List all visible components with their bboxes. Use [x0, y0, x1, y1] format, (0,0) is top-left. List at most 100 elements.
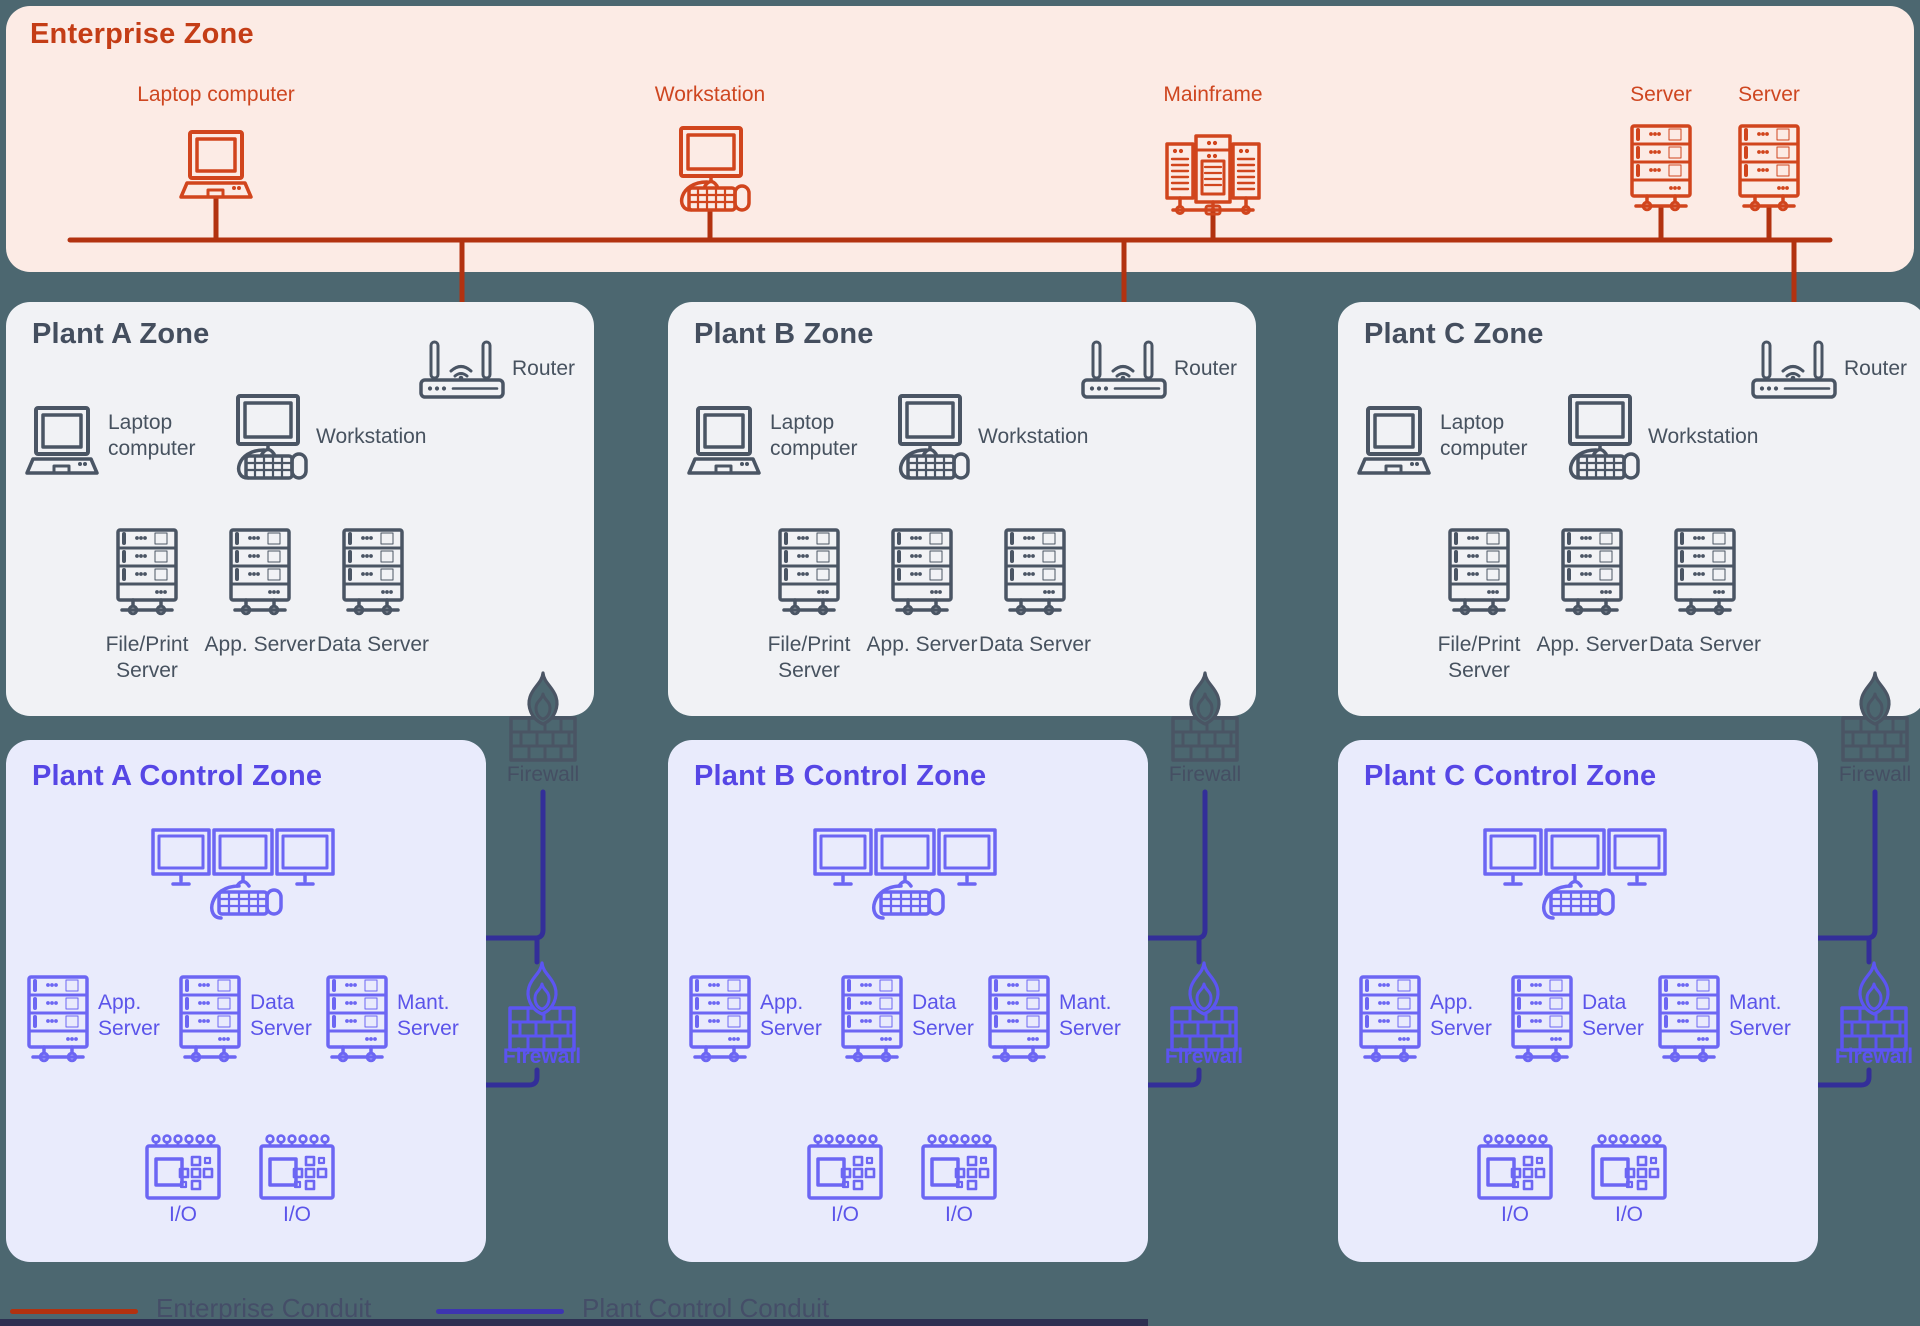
workstation-icon [667, 126, 753, 218]
io-module-icon [259, 1132, 335, 1200]
control-server-label: Mant. Server [397, 991, 459, 1040]
plant-zone-title: Plant C Zone [1364, 318, 1544, 350]
control-zone-title: Plant B Control Zone [694, 760, 987, 792]
firewall-icon [1171, 670, 1239, 762]
plant-zone-title: Plant A Zone [32, 318, 210, 350]
router-label: Router [512, 357, 576, 380]
plant-server-label: App. Server [204, 633, 316, 656]
laptop-icon [682, 406, 766, 480]
bottom-panel-edge [0, 1319, 1148, 1326]
firewall-label: Firewall [1838, 763, 1912, 786]
server-icon [1359, 975, 1421, 1065]
router-label: Router [1174, 357, 1238, 380]
laptop-label: Laptop computer [108, 411, 196, 460]
server-icon [1004, 528, 1066, 618]
io-label: I/O [1500, 1203, 1529, 1226]
control-workstation-icon [1483, 828, 1667, 924]
server-icon [988, 975, 1050, 1065]
server-icon [1630, 124, 1692, 214]
firewall-label: Firewall [1834, 1045, 1914, 1068]
workstation-icon [1556, 394, 1642, 486]
plant-server-label: App. Server [1536, 633, 1648, 656]
plant-server-label: File/Print Server [1437, 633, 1521, 682]
server-icon [778, 528, 840, 618]
io-label: I/O [1614, 1203, 1643, 1226]
control-zone-title: Plant C Control Zone [1364, 760, 1657, 792]
io-module-icon [1591, 1132, 1667, 1200]
server-icon [841, 975, 903, 1065]
control-workstation-icon [813, 828, 997, 924]
firewall-icon [1841, 670, 1909, 762]
plant-zone-panel [668, 302, 1256, 716]
firewall-label: Firewall [506, 763, 580, 786]
io-module-icon [145, 1132, 221, 1200]
workstation-label: Workstation [1648, 425, 1759, 448]
server-icon [1658, 975, 1720, 1065]
server-icon [689, 975, 751, 1065]
control-server-label: Data Server [912, 991, 974, 1040]
server-icon [342, 528, 404, 618]
control-workstation-icon [151, 828, 335, 924]
legend-label: Plant Control Conduit [582, 1293, 830, 1323]
io-label: I/O [944, 1203, 973, 1226]
router-icon [419, 338, 505, 400]
laptop-icon [20, 406, 104, 480]
enterprise-device-label: Server [1630, 83, 1692, 106]
firewall-label: Firewall [502, 1045, 582, 1068]
workstation-icon [886, 394, 972, 486]
server-icon [1511, 975, 1573, 1065]
enterprise-zone-title: Enterprise Zone [30, 18, 254, 50]
enterprise-device-label: Server [1738, 83, 1800, 106]
plant-zone-panel [6, 302, 594, 716]
plant-server-label: File/Print Server [767, 633, 851, 682]
firewall-icon [1170, 960, 1238, 1052]
plant-server-label: Data Server [978, 633, 1092, 656]
server-icon [229, 528, 291, 618]
io-module-icon [1477, 1132, 1553, 1200]
server-icon [179, 975, 241, 1065]
plant-server-label: Data Server [316, 633, 430, 656]
mainframe-icon [1165, 126, 1261, 216]
firewall-icon [509, 670, 577, 762]
workstation-label: Workstation [316, 425, 427, 448]
workstation-label: Workstation [978, 425, 1089, 448]
server-icon [27, 975, 89, 1065]
firewall-label: Firewall [1168, 763, 1242, 786]
control-server-label: App. Server [98, 991, 160, 1040]
enterprise-device-label: Laptop computer [137, 83, 295, 106]
enterprise-zone-panel [6, 6, 1914, 272]
router-icon [1751, 338, 1837, 400]
server-icon [1561, 528, 1623, 618]
router-label: Router [1844, 357, 1908, 380]
workstation-icon [224, 394, 310, 486]
laptop-icon [1352, 406, 1436, 480]
legend-line [436, 1309, 564, 1314]
server-icon [1448, 528, 1510, 618]
plant-server-label: App. Server [866, 633, 978, 656]
server-icon [1674, 528, 1736, 618]
control-server-label: Mant. Server [1729, 991, 1791, 1040]
control-zone-title: Plant A Control Zone [32, 760, 323, 792]
firewall-label: Firewall [1164, 1045, 1244, 1068]
io-module-icon [807, 1132, 883, 1200]
control-server-label: Mant. Server [1059, 991, 1121, 1040]
io-label: I/O [830, 1203, 859, 1226]
server-icon [326, 975, 388, 1065]
server-icon [116, 528, 178, 618]
enterprise-device-label: Mainframe [1163, 83, 1263, 106]
io-module-icon [921, 1132, 997, 1200]
legend-label: Enterprise Conduit [156, 1293, 372, 1323]
control-server-label: App. Server [760, 991, 822, 1040]
router-icon [1081, 338, 1167, 400]
laptop-label: Laptop computer [1440, 411, 1528, 460]
plant-server-label: File/Print Server [105, 633, 189, 682]
firewall-icon [508, 960, 576, 1052]
control-server-label: App. Server [1430, 991, 1492, 1040]
laptop-label: Laptop computer [770, 411, 858, 460]
enterprise-device-label: Workstation [654, 83, 766, 106]
control-server-label: Data Server [250, 991, 312, 1040]
laptop-icon [174, 130, 258, 204]
firewall-icon [1840, 960, 1908, 1052]
legend-line [10, 1309, 138, 1314]
